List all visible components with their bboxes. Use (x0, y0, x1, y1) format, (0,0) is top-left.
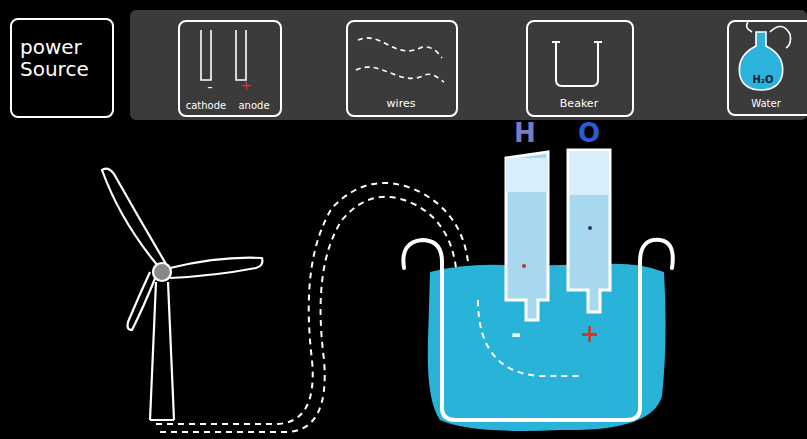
item-label: Beaker (528, 98, 630, 110)
gas-label: H (514, 120, 536, 146)
item-label: - (200, 80, 220, 95)
item-label: cathode (182, 100, 230, 111)
item-label: + (236, 78, 256, 93)
wind-turbine (102, 169, 262, 420)
power-source-box: power Source (10, 18, 114, 118)
electrode-sign: - (511, 322, 521, 346)
item-label: anode (230, 100, 278, 111)
electrode-sign: + (580, 322, 600, 346)
toolbar-bar (130, 10, 807, 120)
wires-icon (356, 38, 444, 82)
toolbar-item-box: - + cathodeanode (178, 20, 282, 117)
toolbar-item-box: Beaker (526, 20, 634, 117)
beaker-icon (552, 42, 602, 86)
toolbar-item-box: H₂O Water (727, 20, 807, 116)
test-tube (506, 150, 610, 320)
item-label: wires (348, 98, 454, 110)
gas-label: O (578, 120, 600, 146)
flask-icon (739, 22, 790, 90)
electrode-icon (201, 30, 246, 80)
toolbar-item-box: wires (346, 20, 458, 117)
item-label: H₂O (743, 74, 783, 85)
item-label: Water (733, 98, 799, 109)
box-title: power Source (20, 36, 108, 80)
